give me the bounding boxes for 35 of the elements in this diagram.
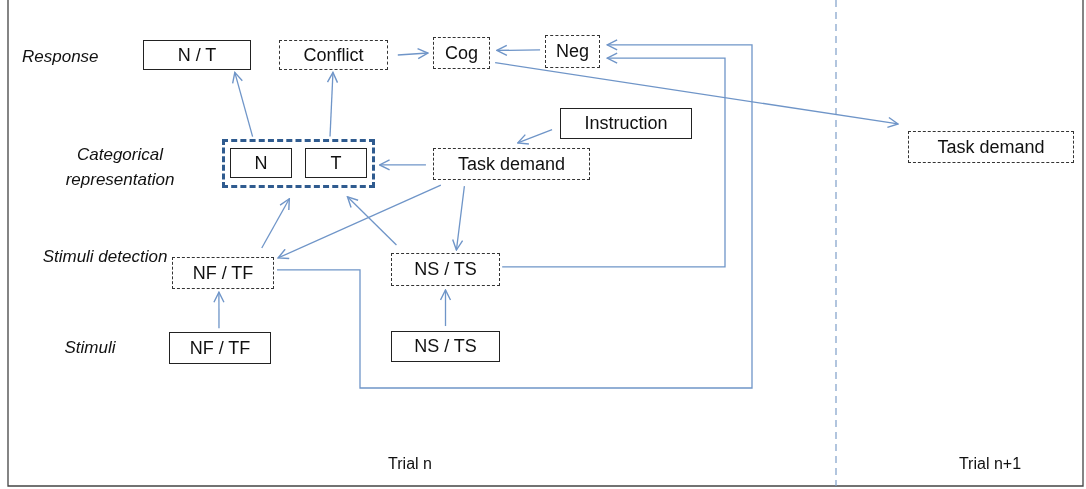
arrow <box>494 61 899 129</box>
arrow <box>213 291 225 329</box>
row-label: Categorical representation <box>64 144 176 191</box>
arrow <box>261 198 290 249</box>
arrow <box>397 47 429 60</box>
arrow <box>501 52 726 268</box>
dashed-box: Cog <box>433 37 490 69</box>
process-box: N <box>230 148 292 178</box>
arrow <box>346 196 398 246</box>
dashed-box: Task demand <box>433 148 590 180</box>
arrow <box>277 184 442 260</box>
arrow <box>517 129 553 145</box>
arrow <box>439 289 452 327</box>
row-label: Stimuli detection <box>41 246 169 268</box>
process-box: Instruction <box>560 108 692 139</box>
process-box: T <box>305 148 367 178</box>
process-box: NF / TF <box>169 332 271 364</box>
process-box: NS / TS <box>391 331 500 362</box>
process-box: N / T <box>143 40 251 70</box>
arrow <box>378 159 427 171</box>
arrow <box>452 185 466 251</box>
dashed-box: NS / TS <box>391 253 500 286</box>
dashed-box: Conflict <box>279 40 388 70</box>
row-label: Response <box>22 46 100 68</box>
arrow <box>326 71 339 138</box>
dashed-box: Task demand <box>908 131 1074 163</box>
arrow <box>496 44 541 56</box>
trial-label: Trial n <box>387 455 433 473</box>
dashed-box: Neg <box>545 35 600 68</box>
dashed-box: NF / TF <box>172 257 274 289</box>
row-label: Stimuli <box>63 337 117 359</box>
trial-label: Trial n+1 <box>957 455 1023 473</box>
group-box <box>222 139 375 188</box>
arrow <box>231 71 254 138</box>
arrow <box>276 39 753 389</box>
